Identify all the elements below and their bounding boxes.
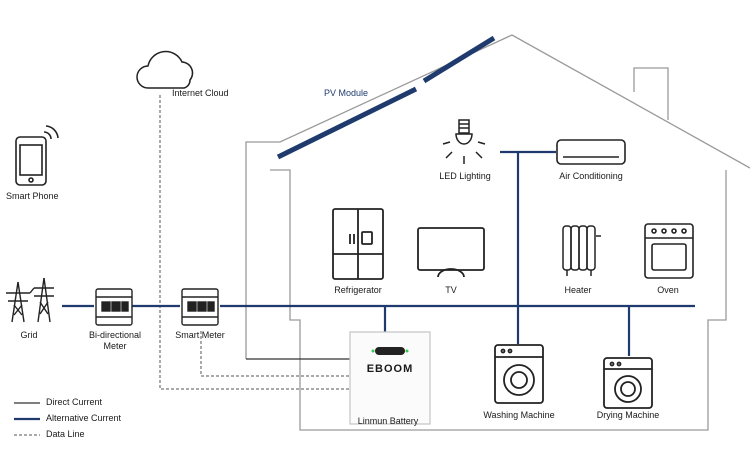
- washing-machine-label: Washing Machine: [483, 410, 555, 420]
- bidirectional-meter-label-line1: Bi-directional: [88, 330, 142, 340]
- ac-lines: [62, 150, 695, 356]
- battery-label: Linmun Battery: [357, 416, 419, 426]
- oven-label: Oven: [657, 285, 679, 295]
- bidirectional-meter-label-line2: Meter: [103, 341, 127, 351]
- tv-label: TV: [445, 285, 457, 295]
- smart-meter-label: Smart Meter: [175, 330, 225, 340]
- legend-lines: [14, 402, 40, 436]
- heater-label: Heater: [564, 285, 592, 295]
- led-light-bulb-icon: [442, 119, 486, 164]
- drying-machine-icon: [603, 357, 653, 409]
- heater-icon: [562, 225, 601, 276]
- air-conditioner-icon: [556, 139, 626, 165]
- data-lines: [159, 95, 350, 390]
- battery-brand-logo: EBOOM: [366, 363, 414, 375]
- drying-machine-label: Drying Machine: [596, 410, 660, 420]
- lithium-battery-icon: [349, 331, 431, 425]
- smart-phone-icon: [15, 125, 59, 186]
- internet-cloud-label: Internet Cloud: [172, 88, 229, 98]
- smart-meter-icon: [181, 288, 219, 326]
- tv-icon: [417, 227, 485, 278]
- grid-tower-icon: [6, 277, 54, 323]
- grid-label: Grid: [20, 330, 38, 340]
- pv-module-label: PV Module: [324, 88, 369, 98]
- refrigerator-label: Refrigerator: [334, 285, 382, 295]
- house-outline: [245, 34, 750, 431]
- cloud-icon: [136, 50, 194, 89]
- smart-phone-label: Smart Phone: [6, 191, 59, 201]
- legend-data-line: Data Line: [46, 429, 85, 439]
- led-lighting-label: LED Lighting: [439, 171, 491, 181]
- legend-alternative-current: Alternative Current: [46, 413, 122, 423]
- pv-module: [276, 35, 496, 160]
- bidirectional-meter-icon: [95, 288, 133, 326]
- washing-machine-icon: [494, 344, 544, 404]
- oven-icon: [644, 223, 694, 279]
- air-conditioning-label: Air Conditioning: [559, 171, 623, 181]
- legend-direct-current: Direct Current: [46, 397, 103, 407]
- refrigerator-icon: [332, 208, 384, 280]
